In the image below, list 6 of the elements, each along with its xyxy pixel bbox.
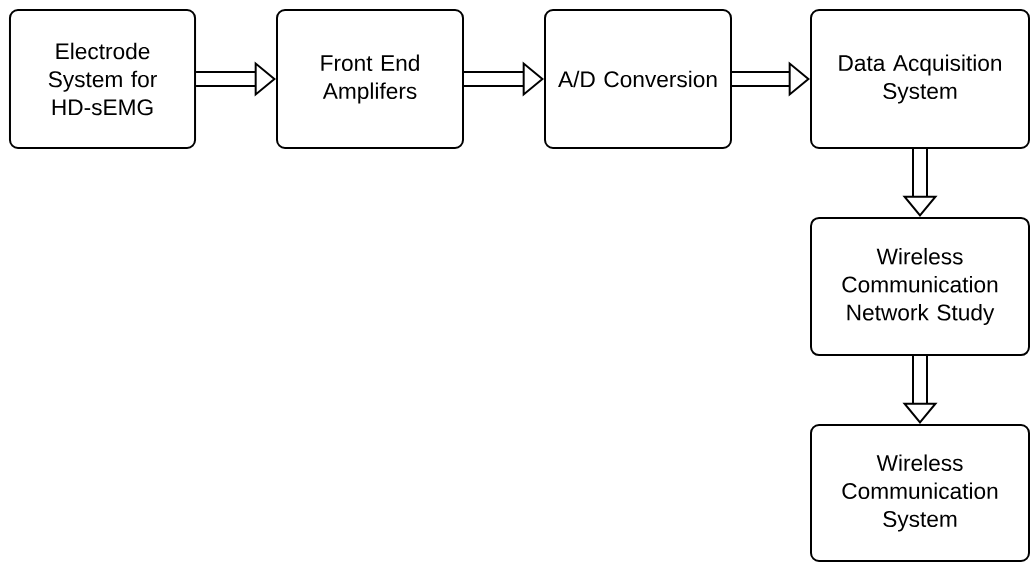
process-box: A/D Conversion	[544, 9, 732, 149]
process-box: Data Acquisition System	[810, 9, 1030, 149]
process-box: Wireless Communication System	[810, 424, 1030, 562]
process-box: Electrode System for HD-sEMG	[8, 9, 197, 149]
process-box: Front End Amplifers	[276, 9, 464, 149]
process-box: Wireless Communication Network Study	[810, 216, 1030, 357]
